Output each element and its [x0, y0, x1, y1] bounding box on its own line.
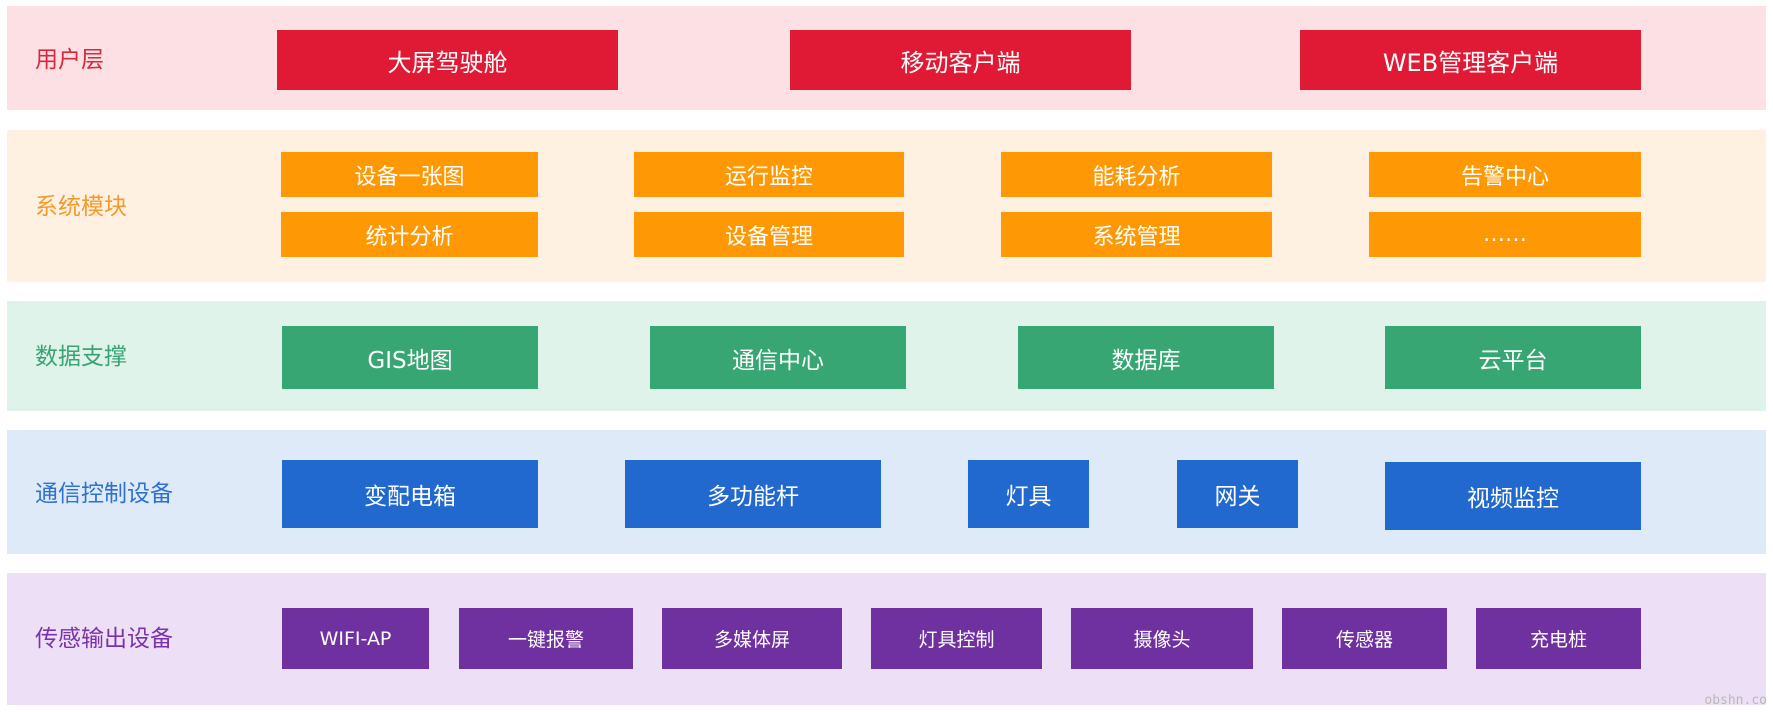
module-more: ……	[1369, 212, 1641, 257]
sensor-charging-pile: 充电桩	[1476, 608, 1641, 669]
comm-lamp: 灯具	[968, 460, 1089, 528]
module-alarm-center: 告警中心	[1369, 152, 1641, 197]
module-operation-monitor: 运行监控	[634, 152, 904, 197]
comm-video-monitor: 视频监控	[1385, 462, 1641, 530]
data-gis-map: GIS地图	[282, 326, 538, 389]
sensor-camera: 摄像头	[1071, 608, 1253, 669]
layer-sensor: 传感输出设备 WIFI-AP 一键报警 多媒体屏 灯具控制 摄像头 传感器 充电…	[7, 573, 1766, 705]
layer-user: 用户层 大屏驾驶舱 移动客户端 WEB管理客户端	[7, 6, 1766, 110]
sensor-media-screen: 多媒体屏	[662, 608, 842, 669]
sensor-alarm-button: 一键报警	[459, 608, 633, 669]
layer-label-sensor: 传感输出设备	[35, 626, 173, 652]
watermark: obshn.co	[1704, 693, 1767, 708]
user-item-web-client: WEB管理客户端	[1300, 30, 1641, 90]
sensor-wifi-ap: WIFI-AP	[282, 608, 429, 669]
user-item-cockpit: 大屏驾驶舱	[277, 30, 618, 90]
data-comm-center: 通信中心	[650, 326, 906, 389]
data-cloud-platform: 云平台	[1385, 326, 1641, 389]
module-statistics: 统计分析	[281, 212, 538, 257]
sensor-lamp-control: 灯具控制	[871, 608, 1042, 669]
layer-label-user: 用户层	[35, 47, 104, 73]
layer-label-comm: 通信控制设备	[35, 481, 173, 507]
layer-comm: 通信控制设备 变配电箱 多功能杆 灯具 网关 视频监控	[7, 430, 1766, 554]
comm-distribution-box: 变配电箱	[282, 460, 538, 528]
layer-modules: 系统模块 设备一张图 运行监控 能耗分析 告警中心 统计分析 设备管理 系统管理…	[7, 130, 1766, 282]
layer-label-data: 数据支撑	[35, 344, 127, 370]
layer-label-modules: 系统模块	[35, 194, 127, 220]
comm-multifunction-pole: 多功能杆	[625, 460, 881, 528]
data-database: 数据库	[1018, 326, 1274, 389]
module-device-map: 设备一张图	[281, 152, 538, 197]
layer-data: 数据支撑 GIS地图 通信中心 数据库 云平台	[7, 301, 1766, 411]
module-device-management: 设备管理	[634, 212, 904, 257]
module-system-management: 系统管理	[1001, 212, 1272, 257]
user-item-mobile-client: 移动客户端	[790, 30, 1131, 90]
sensor-sensor: 传感器	[1282, 608, 1447, 669]
module-energy-analysis: 能耗分析	[1001, 152, 1272, 197]
comm-gateway: 网关	[1177, 460, 1298, 528]
